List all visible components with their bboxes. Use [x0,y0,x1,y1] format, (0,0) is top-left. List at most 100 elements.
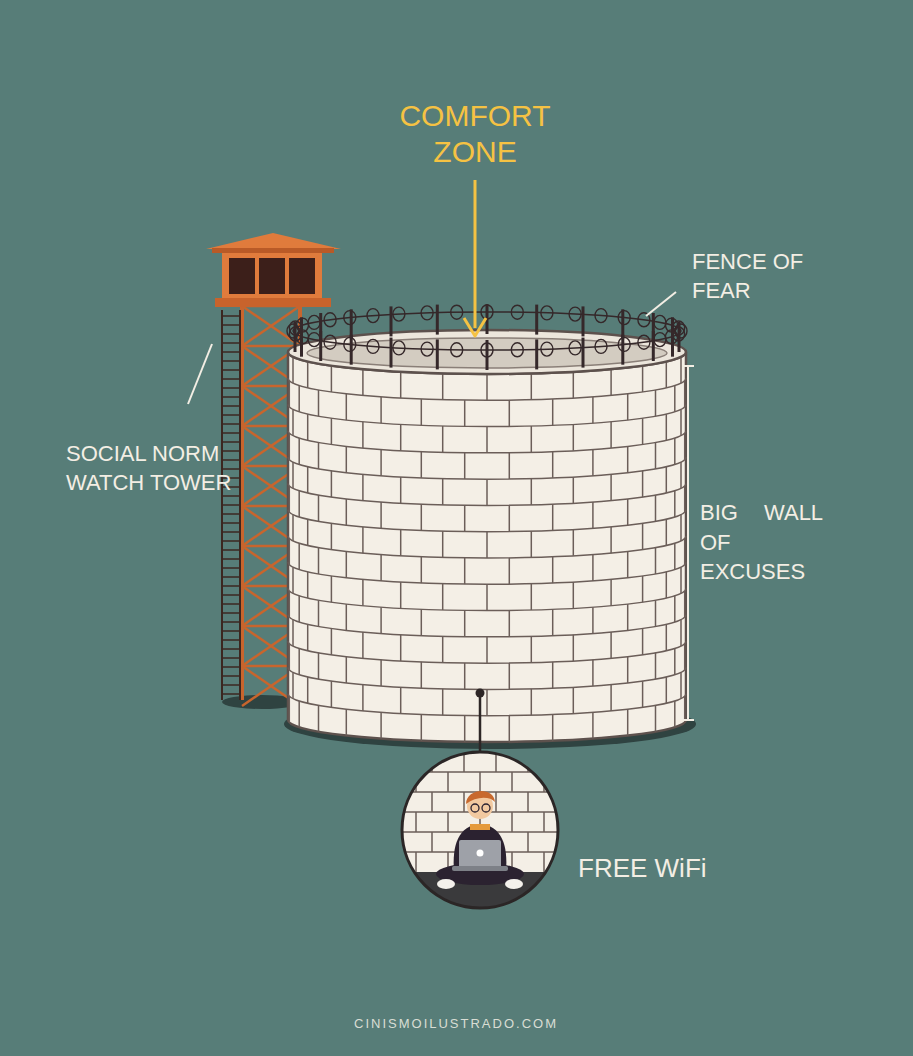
brick-joint [642,366,644,392]
brick-joint [331,629,333,655]
brick-joint [674,701,676,727]
brick-joint [331,418,333,444]
brick-joint [666,624,668,650]
brick-joint [346,709,348,735]
fence-post [582,338,585,368]
brick-course [288,667,686,689]
brick-joint [666,362,668,388]
brick-joint [289,591,291,617]
brick-joint [307,519,309,545]
brick-joint [421,399,423,425]
brick-joint [307,572,309,598]
inset-brick-joint [543,812,545,832]
inset-brick-joint [511,812,513,832]
brick-joint [610,632,612,658]
brick-joint [684,696,686,722]
stair-step [222,630,240,632]
barbed-coil [393,341,405,355]
brick-joint [531,689,533,715]
brick-joint [642,576,644,602]
fence-post [319,313,322,343]
brick-joint [400,530,402,556]
brick-joint [298,491,300,517]
brick-joint [442,479,444,505]
brick-joint [442,426,444,452]
brick-joint [331,366,333,392]
comfort-zone-label: COMFORT ZONE [385,98,565,170]
brick-course [288,457,686,479]
brick-joint [655,495,657,521]
inset-brick-joint [559,832,561,852]
brick-joint [442,636,444,662]
brick-joint [346,499,348,525]
brick-joint [531,584,533,610]
brick-joint [531,426,533,452]
inset-person [400,750,576,912]
barbed-coil [367,339,379,353]
brick-joint [573,530,575,556]
barbed-coil [308,315,320,329]
brick-joint [318,548,320,574]
leader-lines [188,292,694,720]
brick-joint [318,495,320,521]
brick-joint [684,486,686,512]
barbed-coil [654,315,666,329]
stair-step [222,468,240,470]
brick-joint [292,357,294,383]
brick-joint [318,653,320,679]
brick-joint [674,491,676,517]
brick-joint [298,438,300,464]
brick-joint [380,450,382,476]
brick-joint [610,580,612,606]
wall-of-excuses [288,330,686,742]
brick-joint [380,397,382,423]
brick-joint [627,709,629,735]
stair-step [222,378,240,380]
stair-step [222,675,240,677]
stair-step [222,684,240,686]
stair-step [222,333,240,335]
brick-joint [642,418,644,444]
brick-joint [400,635,402,661]
brick-joint [298,648,300,674]
fence-post [582,306,585,336]
stair-step [222,360,240,362]
tower-label: SOCIAL NORM WATCH TOWER [66,440,256,497]
brick-joint [400,687,402,713]
inset-brick-joint [559,752,561,772]
brick-joint [655,443,657,469]
brick-joint [655,548,657,574]
brick-joint [380,660,382,686]
brick-joint [509,610,511,636]
stair-step [222,603,240,605]
brick-joint [486,637,488,663]
stair-step [222,504,240,506]
stair-step [222,666,240,668]
brick-joint [442,689,444,715]
stair-step [222,495,240,497]
brick-joint [627,604,629,630]
brick-joint [292,410,294,436]
brick-joint [592,712,594,738]
brick-joint [346,446,348,472]
stair-step [222,342,240,344]
inset-brick-joint [495,792,497,812]
inset-brick-joint [575,812,577,832]
stair-step [222,369,240,371]
inset-brick-joint [415,852,417,872]
brick-joint [486,532,488,558]
brick-joint [552,557,554,583]
brick-joint [362,685,364,711]
brick-joint [592,660,594,686]
brick-joint [552,504,554,530]
brick-joint [331,471,333,497]
brick-joint [486,374,488,400]
brick-joint [684,381,686,407]
barbed-coil [511,305,523,319]
barbed-coil [308,333,320,347]
brick-joint [680,567,682,593]
brick-joint [486,689,488,715]
brick-joint [289,539,291,565]
fence-post [678,322,681,352]
brick-joint [531,636,533,662]
